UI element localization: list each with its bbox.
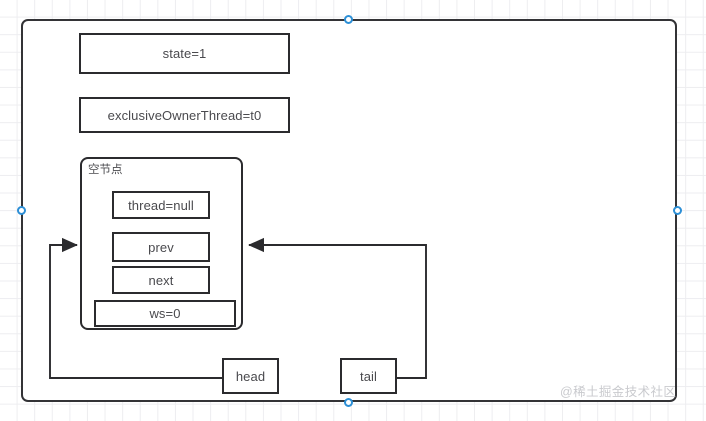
- node-field-prev-label: prev: [148, 239, 174, 255]
- node-container-label: 空节点: [88, 164, 123, 176]
- field-exclusive-owner-thread-label: exclusiveOwnerThread=t0: [107, 107, 262, 123]
- resize-handle-bottom-center[interactable]: [344, 398, 353, 407]
- field-exclusive-owner-thread[interactable]: exclusiveOwnerThread=t0: [79, 97, 290, 133]
- node-field-thread-label: thread=null: [128, 197, 194, 213]
- field-state[interactable]: state=1: [79, 33, 290, 74]
- node-field-next[interactable]: next: [112, 266, 210, 294]
- pointer-tail[interactable]: tail: [340, 358, 397, 394]
- field-state-label: state=1: [162, 46, 207, 61]
- pointer-head[interactable]: head: [222, 358, 279, 394]
- node-container[interactable]: 空节点 thread=null prev next ws=0: [80, 157, 243, 330]
- resize-handle-top-center[interactable]: [344, 15, 353, 24]
- pointer-tail-label: tail: [359, 368, 378, 384]
- resize-handle-middle-right[interactable]: [673, 206, 682, 215]
- node-field-waitstatus-label: ws=0: [149, 306, 181, 321]
- node-field-thread[interactable]: thread=null: [112, 191, 210, 219]
- node-field-waitstatus[interactable]: ws=0: [94, 300, 236, 327]
- watermark: @稀土掘金技术社区: [560, 385, 677, 399]
- node-field-prev[interactable]: prev: [112, 232, 210, 262]
- node-field-next-label: next: [148, 272, 174, 288]
- aqs-object-container[interactable]: state=1 exclusiveOwnerThread=t0 空节点 thre…: [21, 19, 677, 402]
- pointer-head-label: head: [235, 368, 266, 384]
- resize-handle-middle-left[interactable]: [17, 206, 26, 215]
